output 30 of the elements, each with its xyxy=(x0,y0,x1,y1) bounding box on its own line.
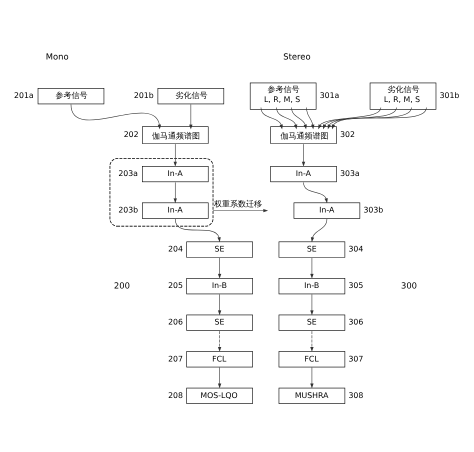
arrow xyxy=(310,294,314,315)
arrow xyxy=(310,257,314,278)
arrow xyxy=(218,330,222,352)
arrow xyxy=(218,294,222,315)
arrow xyxy=(302,143,306,166)
arrow xyxy=(323,106,397,129)
arrow xyxy=(310,366,314,388)
arrow xyxy=(310,330,314,352)
arrow xyxy=(332,106,427,129)
arrow xyxy=(174,182,177,203)
arrow xyxy=(174,218,221,242)
arrow xyxy=(328,106,412,129)
arrow xyxy=(276,106,298,129)
label: Stereo xyxy=(283,50,311,61)
arrow xyxy=(318,106,382,129)
arrow xyxy=(212,208,268,212)
arrow xyxy=(174,143,177,166)
arrow xyxy=(70,104,162,129)
label: Mono xyxy=(46,50,69,61)
label: 200 xyxy=(114,280,130,290)
arrow xyxy=(291,106,307,129)
cluster xyxy=(110,158,214,226)
arrow xyxy=(306,106,314,129)
arrow xyxy=(303,182,328,203)
arrow xyxy=(218,257,222,278)
arrow xyxy=(260,106,283,129)
arrow xyxy=(310,218,328,242)
arrow xyxy=(218,366,222,388)
label: 300 xyxy=(401,280,418,290)
arrow xyxy=(189,104,193,129)
